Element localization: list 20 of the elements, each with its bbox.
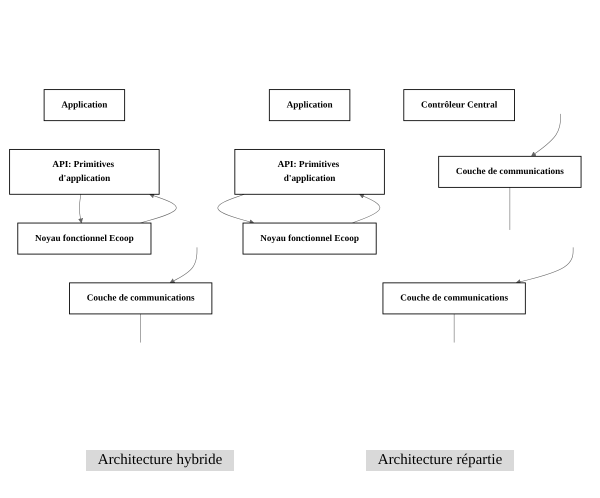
arrow [78,194,84,224]
node-box: Noyau fonctionnel Ecoop [17,222,152,255]
node-box: Application [44,89,126,122]
arrow [531,114,561,157]
node-box: Couche de communications [69,282,212,315]
architecture-caption: Architecture répartie [366,450,514,471]
arrow [352,194,380,224]
node-box: Couche de communications [382,282,526,315]
arrow [218,194,254,224]
node-box: Application [268,89,350,122]
arrow [516,247,574,284]
node-box: API: Primitives d'application [9,149,160,195]
arrow [170,247,198,284]
connector [140,314,141,344]
node-box: API: Primitives d'application [234,149,385,195]
node-box: Couche de communications [438,156,582,188]
architecture-caption: Architecture hybride [86,450,234,471]
node-box: Contrôleur Central [403,89,515,122]
node-box: Noyau fonctionnel Ecoop [242,222,377,255]
arrow [140,194,177,224]
